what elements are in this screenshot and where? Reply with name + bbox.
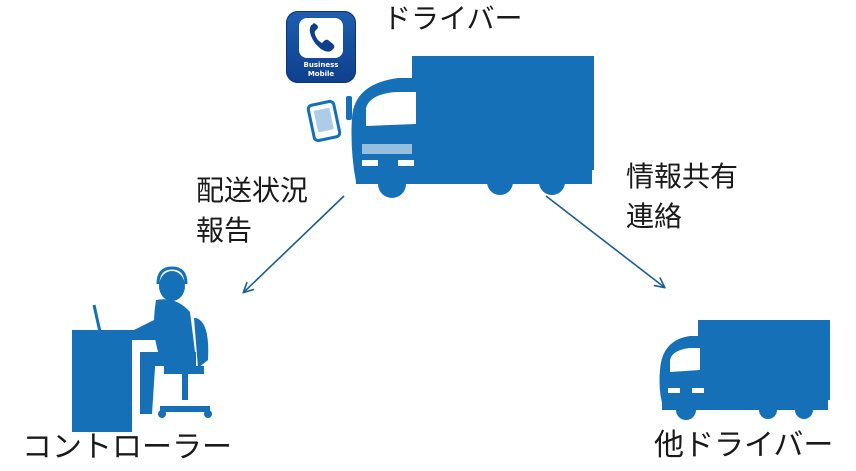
business-mobile-app-icon: Business Mobile (286, 11, 356, 83)
other-driver-label: 他ドライバー (654, 428, 834, 463)
main-truck-icon (346, 56, 594, 198)
phone-handset-icon (299, 18, 343, 58)
report-label-line1: 配送状況 (196, 174, 309, 207)
controller-icon (72, 266, 212, 432)
app-icon-caption-line1: Business (303, 61, 339, 69)
share-label-line2: 連絡 (626, 200, 683, 233)
report-arrow (244, 195, 345, 292)
share-label-line1: 情報共有 (626, 160, 739, 193)
report-label-line2: 報告 (196, 214, 253, 247)
app-icon-caption-line2: Mobile (307, 70, 335, 78)
smartphone-icon (306, 99, 342, 143)
other-truck-icon (659, 320, 830, 420)
controller-label: コントローラー (22, 430, 232, 465)
share-arrow (545, 195, 664, 287)
driver-label: ドライバー (383, 2, 523, 35)
